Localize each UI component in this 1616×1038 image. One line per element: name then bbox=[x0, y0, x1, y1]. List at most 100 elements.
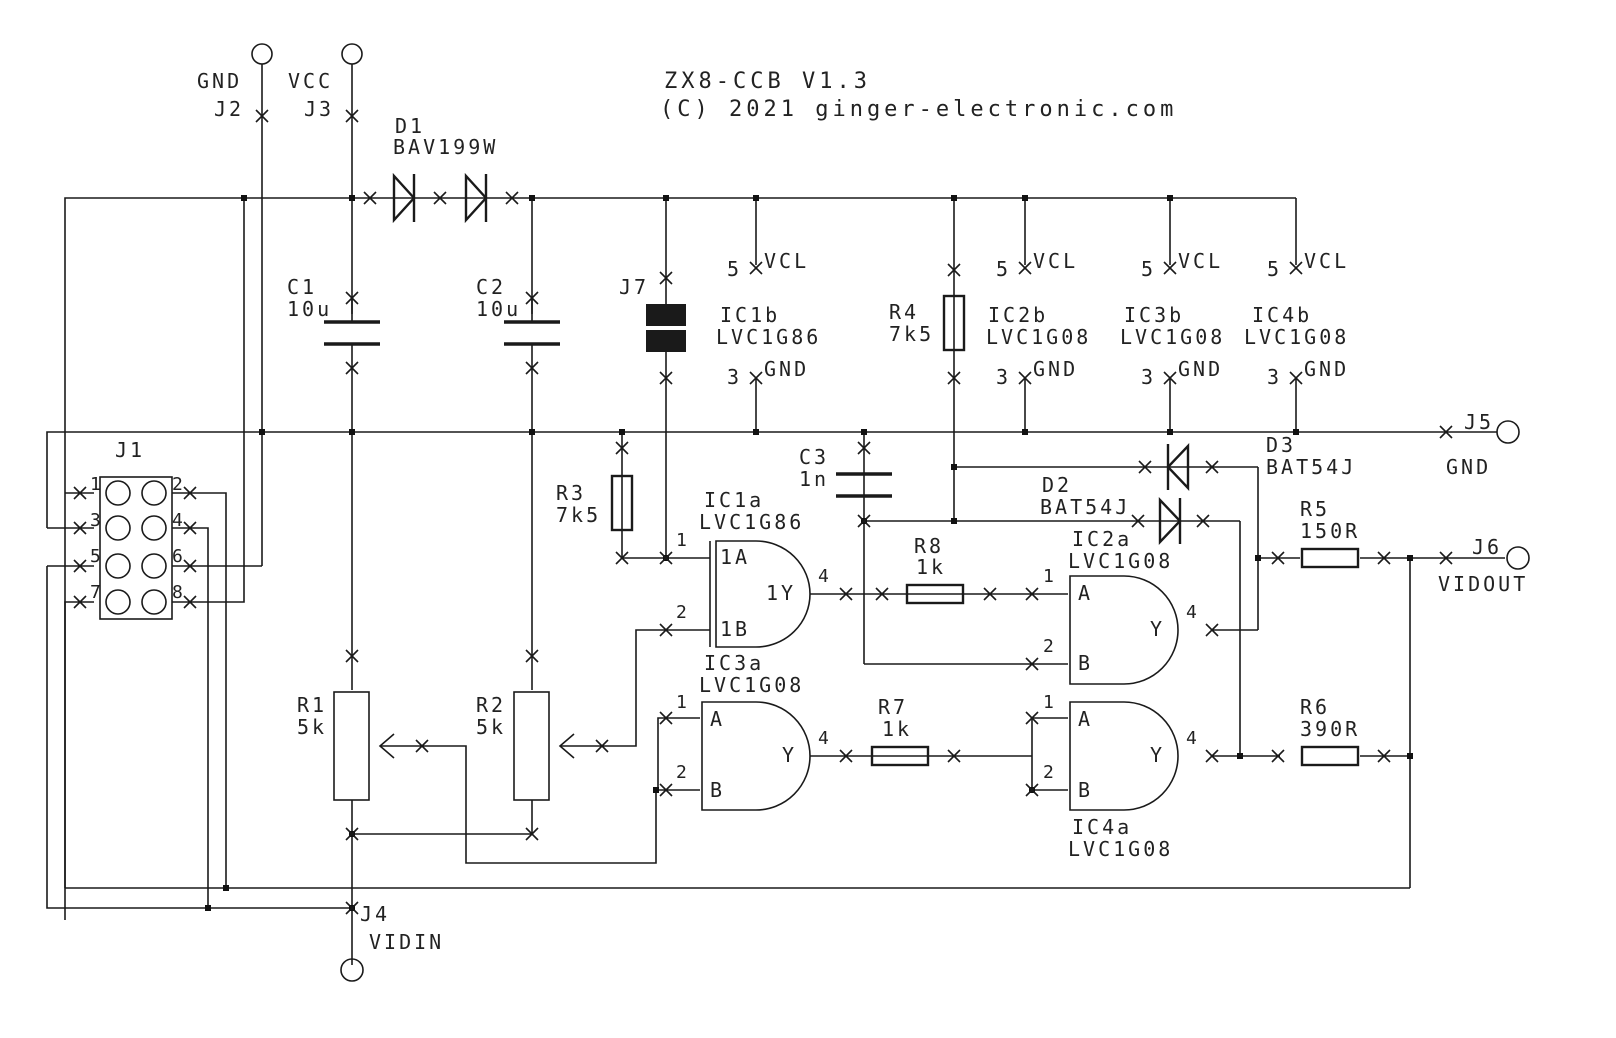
r3-ref-label: R3 bbox=[556, 481, 586, 505]
ic2b-vcc-pin: 5 bbox=[996, 257, 1011, 281]
gate-ic2a: IC2a LVC1G08 A B Y 1 2 4 bbox=[1043, 527, 1197, 685]
j4-net-label: VIDIN bbox=[369, 930, 444, 954]
ic3b-gnd-pin: 3 bbox=[1141, 365, 1156, 389]
j7-ref-label: J7 bbox=[619, 275, 649, 299]
ic4a-ref-label: IC4a bbox=[1072, 815, 1132, 839]
c3-ref-label: C3 bbox=[799, 445, 829, 469]
j1-pin-7: 7 bbox=[90, 582, 101, 603]
j2-ref-label: J2 bbox=[214, 97, 244, 121]
title-line-2: (C) 2021 ginger-electronic.com bbox=[660, 97, 1177, 122]
j3-ref-label: J3 bbox=[304, 97, 334, 121]
diode-d2: D2 BAT54J bbox=[1040, 473, 1203, 545]
jumper-j7: J7 bbox=[619, 275, 686, 378]
resistor-r3: R3 7k5 bbox=[556, 474, 634, 532]
ic3b-part-label: LVC1G08 bbox=[1120, 325, 1225, 349]
ic4b-vcc-pin: 5 bbox=[1267, 257, 1282, 281]
ic3a-out: Y bbox=[782, 743, 797, 767]
ic3a-in-b: B bbox=[710, 778, 725, 802]
ic1a-pin-1: 1 bbox=[676, 530, 687, 551]
r1-ref-label: R1 bbox=[297, 693, 327, 717]
ic2a-part-label: LVC1G08 bbox=[1068, 549, 1173, 573]
r4-ref-label: R4 bbox=[889, 300, 919, 324]
ic3a-ref-label: IC3a bbox=[704, 651, 764, 675]
r5-ref-label: R5 bbox=[1300, 497, 1330, 521]
ic1a-part-label: LVC1G86 bbox=[699, 510, 804, 534]
resistor-r8: R8 1k bbox=[905, 534, 965, 605]
capacitor-c3: C3 1n bbox=[799, 445, 892, 498]
ic1b-part-label: LVC1G86 bbox=[716, 325, 821, 349]
c1-ref-label: C1 bbox=[287, 275, 317, 299]
d2-value-label: BAT54J bbox=[1040, 495, 1130, 519]
ic4a-in-a: A bbox=[1078, 707, 1093, 731]
ic2b-part-label: LVC1G08 bbox=[986, 325, 1091, 349]
diode-d1: D1 BAV199W bbox=[378, 114, 512, 224]
j5-ref-label: J5 bbox=[1464, 410, 1494, 434]
r6-ref-label: R6 bbox=[1300, 695, 1330, 719]
ic4b-vcc-net: VCL bbox=[1304, 249, 1349, 273]
ic1a-in-a: 1A bbox=[720, 545, 750, 569]
resistor-r6: R6 390R bbox=[1300, 695, 1360, 767]
c1-value-label: 10u bbox=[287, 297, 332, 321]
r4-value-label: 7k5 bbox=[889, 322, 934, 346]
r7-value-label: 1k bbox=[882, 717, 912, 741]
terminal-j3: VCC J3 bbox=[288, 43, 363, 121]
j6-net-label: VIDOUT bbox=[1438, 572, 1528, 596]
wires bbox=[46, 64, 1505, 965]
d3-ref-label: D3 bbox=[1266, 433, 1296, 457]
ic1b-vcc-net: VCL bbox=[764, 249, 809, 273]
junction-dots bbox=[205, 195, 1413, 911]
power-ic4b: 5 VCL IC4b LVC1G08 3 GND bbox=[1244, 249, 1349, 389]
ic4b-part-label: LVC1G08 bbox=[1244, 325, 1349, 349]
ic3b-vcc-net: VCL bbox=[1178, 249, 1223, 273]
ic1a-pin-2: 2 bbox=[676, 602, 687, 623]
ic2b-gnd-net: GND bbox=[1033, 357, 1078, 381]
d1-ref-label: D1 bbox=[395, 114, 425, 138]
ic3a-pin-1: 1 bbox=[676, 692, 687, 713]
c3-value-label: 1n bbox=[799, 467, 829, 491]
ic3a-in-a: A bbox=[710, 707, 725, 731]
ic2a-in-a: A bbox=[1078, 581, 1093, 605]
r3-value-label: 7k5 bbox=[556, 503, 601, 527]
ic2a-ref-label: IC2a bbox=[1072, 527, 1132, 551]
ic2b-gnd-pin: 3 bbox=[996, 365, 1011, 389]
r2-ref-label: R2 bbox=[476, 693, 506, 717]
j1-pin-8: 8 bbox=[172, 582, 183, 603]
ic3b-vcc-pin: 5 bbox=[1141, 257, 1156, 281]
ic1a-ref-label: IC1a bbox=[704, 488, 764, 512]
capacitor-c1: C1 10u bbox=[287, 275, 380, 370]
ic4b-gnd-net: GND bbox=[1304, 357, 1349, 381]
terminal-j2: GND J2 bbox=[197, 43, 273, 121]
ic3a-pin-4: 4 bbox=[818, 728, 829, 749]
ic3b-ref-label: IC3b bbox=[1124, 303, 1184, 327]
terminal-j4: J4 VIDIN bbox=[340, 902, 444, 982]
resistor-r7: R7 1k bbox=[870, 695, 930, 767]
ic2a-pin-1: 1 bbox=[1043, 566, 1054, 587]
capacitor-c2: C2 10u bbox=[476, 275, 560, 370]
j1-pin-1: 1 bbox=[90, 474, 101, 495]
ic2a-pin-4: 4 bbox=[1186, 602, 1197, 623]
ic2a-pin-2: 2 bbox=[1043, 636, 1054, 657]
j3-net-label: VCC bbox=[288, 69, 333, 93]
ic1b-vcc-pin: 5 bbox=[727, 257, 742, 281]
c2-ref-label: C2 bbox=[476, 275, 506, 299]
resistor-r2: R2 5k bbox=[476, 691, 575, 801]
ic2a-in-b: B bbox=[1078, 651, 1093, 675]
d1-value-label: BAV199W bbox=[393, 135, 498, 159]
gate-ic4a: IC4a LVC1G08 A B Y 1 2 4 bbox=[1043, 692, 1197, 861]
j1-label: J1 bbox=[115, 438, 145, 462]
ic1b-gnd-pin: 3 bbox=[727, 365, 742, 389]
ic1a-pin-4: 4 bbox=[818, 566, 829, 587]
j1-pin-5: 5 bbox=[90, 546, 101, 567]
ic4b-ref-label: IC4b bbox=[1252, 303, 1312, 327]
diode-d3: D3 BAT54J bbox=[1145, 433, 1353, 491]
r6-value-label: 390R bbox=[1300, 717, 1360, 741]
r2-value-label: 5k bbox=[476, 715, 506, 739]
r7-ref-label: R7 bbox=[878, 695, 908, 719]
c2-value-label: 10u bbox=[476, 297, 521, 321]
terminal-j5: J5 GND bbox=[1446, 410, 1520, 479]
ic3a-part-label: LVC1G08 bbox=[699, 673, 804, 697]
power-ic3b: 5 VCL IC3b LVC1G08 3 GND bbox=[1120, 249, 1225, 389]
ic3a-pin-2: 2 bbox=[676, 762, 687, 783]
j5-net-label: GND bbox=[1446, 455, 1491, 479]
